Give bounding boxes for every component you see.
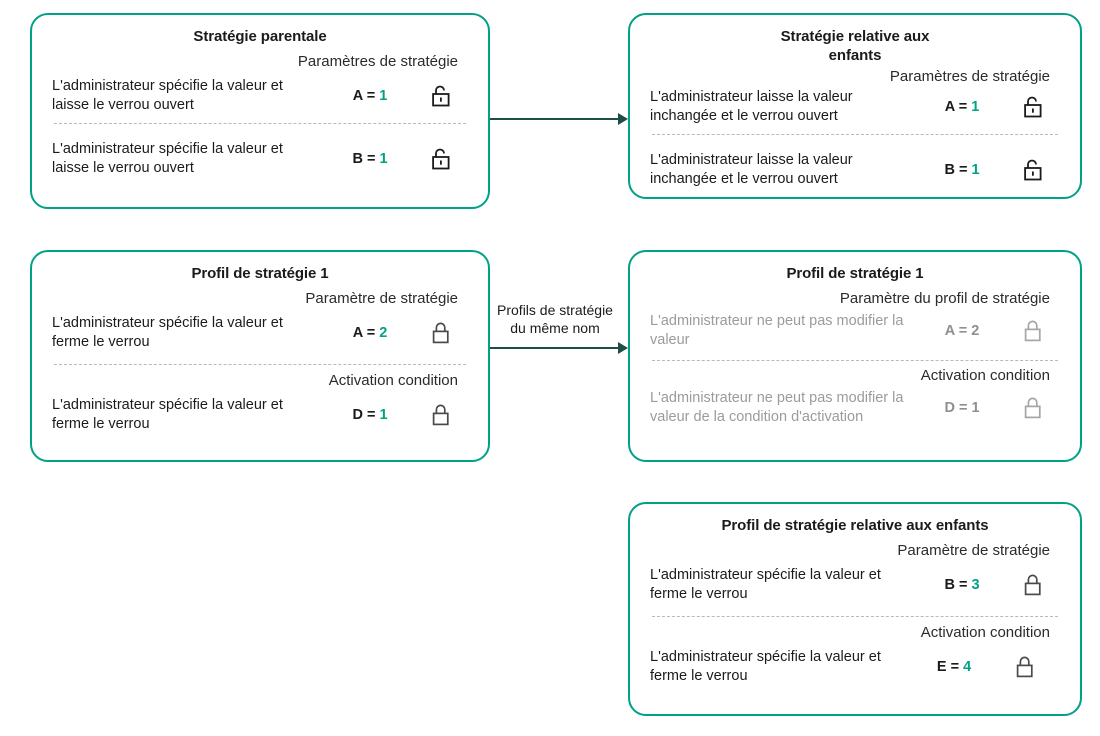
lock-open-icon (1010, 158, 1056, 182)
setting-row: L'administrateur spécifie la valeur et f… (32, 394, 488, 436)
connector-middle-arrow-head (618, 342, 628, 354)
section-label: Paramètre du profil de stratégie (839, 290, 1050, 307)
connector-label-line-1: Profils de stratégie (497, 302, 613, 318)
card-title: Profil de stratégie relative aux enfants (721, 517, 989, 534)
setting-row: L'administrateur spécifie la valeur et l… (32, 138, 488, 180)
setting-description: L'administrateur spécifie la valeur et l… (52, 141, 283, 176)
setting-description: L'administrateur spécifie la valeur et f… (52, 315, 283, 350)
setting-row: L'administrateur laisse la valeur inchan… (630, 149, 1080, 191)
section-label: Activation condition (920, 367, 1050, 384)
setting-row: L'administrateur ne peut pas modifier la… (630, 310, 1080, 352)
connector-label-line-2: du même nom (510, 320, 600, 336)
setting-description: L'administrateur spécifie la valeur et l… (52, 78, 283, 113)
row-divider (652, 616, 1058, 617)
setting-value: A = 1 (352, 88, 388, 104)
card-policy-profile-1-right: Profil de stratégie 1 Paramètre du profi… (628, 250, 1082, 462)
setting-row: L'administrateur spécifie la valeur et f… (630, 646, 1080, 688)
card-title: Stratégie relative aux enfants (780, 28, 930, 64)
connector-top-arrow-line (490, 118, 620, 120)
setting-description: L'administrateur ne peut pas modifier la… (650, 390, 904, 425)
setting-row: L'administrateur spécifie la valeur et f… (630, 564, 1080, 606)
setting-row: L'administrateur spécifie la valeur et l… (32, 75, 488, 117)
card-child-policy-profile: Profil de stratégie relative aux enfants… (628, 502, 1082, 716)
lock-closed-icon (1010, 319, 1056, 343)
lock-closed-icon (1002, 655, 1048, 679)
setting-value: B = 3 (944, 577, 980, 593)
setting-description: L'administrateur spécifie la valeur et f… (52, 397, 283, 432)
section-label: Paramètres de stratégie (297, 53, 458, 70)
setting-value: B = 1 (944, 162, 980, 178)
setting-row: L'administrateur ne peut pas modifier la… (630, 387, 1080, 429)
setting-value: B = 1 (352, 151, 388, 167)
row-divider (652, 360, 1058, 361)
setting-value: A = 2 (944, 323, 980, 339)
setting-value: A = 1 (944, 99, 980, 115)
connector-top-arrow-head (618, 113, 628, 125)
lock-closed-icon (1010, 396, 1056, 420)
lock-closed-icon (418, 403, 464, 427)
setting-description: L'administrateur laisse la valeur inchan… (650, 89, 853, 124)
setting-row: L'administrateur spécifie la valeur et f… (32, 312, 488, 354)
lock-open-icon (418, 147, 464, 171)
connector-middle-arrow-label: Profils de stratégie du même nom (490, 301, 620, 337)
row-divider (54, 123, 466, 124)
setting-value: D = 1 (944, 400, 980, 416)
card-child-policy: Stratégie relative aux enfants Paramètre… (628, 13, 1082, 199)
lock-closed-icon (418, 321, 464, 345)
lock-open-icon (418, 84, 464, 108)
card-parent-policy: Stratégie parentale Paramètres de straté… (30, 13, 490, 209)
section-label: Paramètre de stratégie (897, 542, 1050, 559)
section-label: Paramètres de stratégie (889, 68, 1050, 85)
row-divider (54, 364, 466, 365)
lock-closed-icon (1010, 573, 1056, 597)
section-label: Paramètre de stratégie (305, 290, 458, 307)
setting-row: L'administrateur laisse la valeur inchan… (630, 86, 1080, 128)
setting-value: D = 1 (352, 407, 388, 423)
card-title: Profil de stratégie 1 (191, 265, 329, 282)
card-policy-profile-1-left: Profil de stratégie 1 Paramètre de strat… (30, 250, 490, 462)
row-divider (652, 134, 1058, 135)
card-title: Stratégie parentale (193, 28, 327, 45)
card-title: Profil de stratégie 1 (786, 265, 924, 282)
setting-description: L'administrateur spécifie la valeur et f… (650, 649, 881, 684)
setting-value: A = 2 (352, 325, 388, 341)
section-label: Activation condition (920, 624, 1050, 641)
setting-value: E = 4 (936, 659, 972, 675)
lock-open-icon (1010, 95, 1056, 119)
setting-description: L'administrateur ne peut pas modifier la… (650, 313, 904, 348)
setting-description: L'administrateur spécifie la valeur et f… (650, 567, 881, 602)
section-label: Activation condition (328, 372, 458, 389)
connector-middle-arrow-line (490, 347, 620, 349)
setting-description: L'administrateur laisse la valeur inchan… (650, 152, 853, 187)
